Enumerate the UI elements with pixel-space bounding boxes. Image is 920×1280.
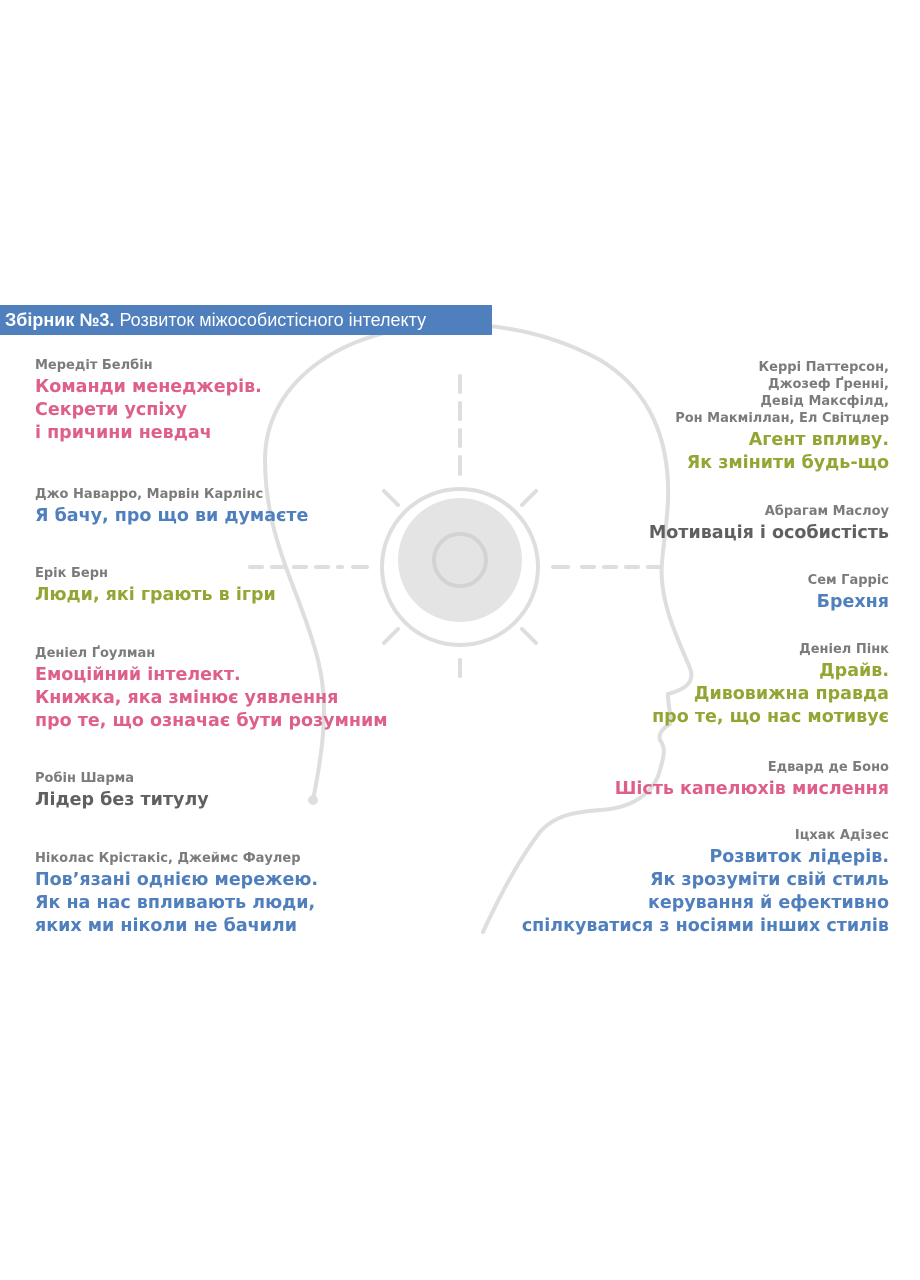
book-title: Мотивація і особистість	[648, 523, 889, 543]
book-entry: Ніколас Крістакіс, Джеймс Фаулер Пов’яза…	[35, 850, 318, 938]
book-title: Агент впливу. Як змінити будь-що	[686, 430, 889, 473]
book-title: Команди менеджерів. Секрети успіху і при…	[35, 377, 262, 443]
book-title: Я бачу, про що ви думаєте	[35, 506, 309, 526]
book-entry: Мередіт Белбін Команди менеджерів. Секре…	[35, 357, 262, 445]
book-entry: Деніел Ґоулман Емоційний інтелект. Книжк…	[35, 645, 388, 733]
book-author: Ерік Берн	[35, 566, 109, 581]
book-title: Люди, які грають в ігри	[35, 585, 276, 605]
book-author: Деніел Пінк	[799, 642, 889, 657]
book-entry: Деніел Пінк Драйв. Дивовижна правда про …	[652, 641, 889, 729]
book-title: Брехня	[816, 592, 889, 612]
sun-outer-ring	[380, 487, 540, 647]
book-author: Керрі Паттерсон, Джозеф Ґренні, Девід Ма…	[675, 360, 889, 426]
book-title: Емоційний інтелект. Книжка, яка змінює у…	[35, 665, 388, 731]
book-author: Деніел Ґоулман	[35, 646, 156, 661]
book-author: Ніколас Крістакіс, Джеймс Фаулер	[35, 851, 301, 866]
book-author: Сем Гарріс	[807, 573, 889, 588]
book-author: Іцхак Адізес	[794, 828, 889, 843]
book-title: Лідер без титулу	[35, 790, 209, 810]
collection-banner: Збірник №3. Розвиток міжособистісного ін…	[0, 305, 492, 335]
head-end-dot	[308, 795, 318, 805]
book-entry: Сем Гарріс Брехня	[808, 572, 889, 614]
book-title: Розвиток лідерів. Як зрозуміти свій стил…	[521, 847, 889, 936]
book-entry: Абрагам Маслоу Мотивація і особистість	[649, 503, 889, 545]
collection-title: Розвиток міжособистісного інтелекту	[119, 310, 427, 330]
sun-inner-ring	[432, 532, 488, 588]
book-title: Драйв. Дивовижна правда про те, що нас м…	[652, 661, 889, 727]
collection-number: Збірник №3.	[5, 310, 115, 330]
book-title: Шість капелюхів мислення	[614, 779, 889, 799]
book-entry: Іцхак Адізес Розвиток лідерів. Як зрозум…	[522, 827, 889, 938]
book-entry: Джо Наварро, Марвін Карлінс Я бачу, про …	[35, 486, 308, 528]
book-entry: Робін Шарма Лідер без титулу	[35, 770, 209, 812]
book-author: Джо Наварро, Марвін Карлінс	[35, 487, 264, 502]
sun-core	[398, 498, 522, 622]
book-entry: Ерік Берн Люди, які грають в ігри	[35, 565, 276, 607]
book-entry: Керрі Паттерсон, Джозеф Ґренні, Девід Ма…	[675, 359, 889, 475]
book-author: Абрагам Маслоу	[764, 504, 889, 519]
book-author: Робін Шарма	[35, 771, 135, 786]
book-entry: Едвард де Боно Шість капелюхів мислення	[615, 759, 889, 801]
book-author: Едвард де Боно	[767, 760, 889, 775]
book-title: Пов’язані однією мережею. Як на нас впли…	[35, 870, 319, 936]
book-author: Мередіт Белбін	[35, 358, 153, 373]
